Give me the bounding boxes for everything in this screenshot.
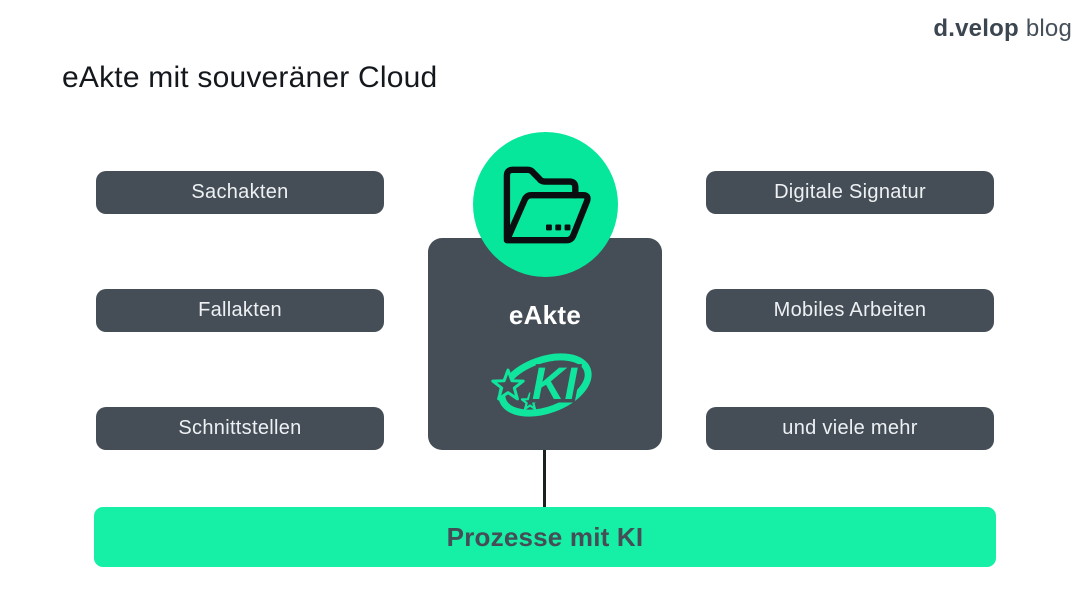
- pill-und-viele-mehr: und viele mehr: [706, 407, 994, 450]
- pill-label: Sachakten: [191, 181, 289, 203]
- pill-label: Fallakten: [198, 299, 282, 321]
- prozesse-mit-ki-bar: Prozesse mit KI: [94, 507, 996, 567]
- pill-label: und viele mehr: [782, 417, 918, 439]
- pill-label: Mobiles Arbeiten: [773, 299, 927, 321]
- page-title: eAkte mit souveräner Cloud: [62, 61, 438, 94]
- pill-label: Digitale Signatur: [774, 181, 926, 203]
- pill-schnittstellen: Schnittstellen: [96, 407, 384, 450]
- pill-mobiles-arbeiten: Mobiles Arbeiten: [706, 289, 994, 332]
- open-folder-icon: [503, 166, 591, 243]
- brand-logo-bold: d.velop: [933, 15, 1019, 42]
- connector-line: [543, 450, 546, 508]
- folder-circle-badge: [473, 132, 618, 277]
- pill-sachakten: Sachakten: [96, 171, 384, 214]
- ki-badge-text: KI: [532, 358, 578, 409]
- pill-label: Schnittstellen: [178, 417, 302, 439]
- pill-digitale-signatur: Digitale Signatur: [706, 171, 994, 214]
- brand-logo-light: blog: [1025, 15, 1072, 42]
- ki-stars-orbit-logo-icon: KI: [491, 353, 592, 417]
- eakte-label: eAkte: [508, 300, 582, 330]
- pill-fallakten: Fallakten: [96, 289, 384, 332]
- bottom-bar-label: Prozesse mit KI: [446, 521, 644, 552]
